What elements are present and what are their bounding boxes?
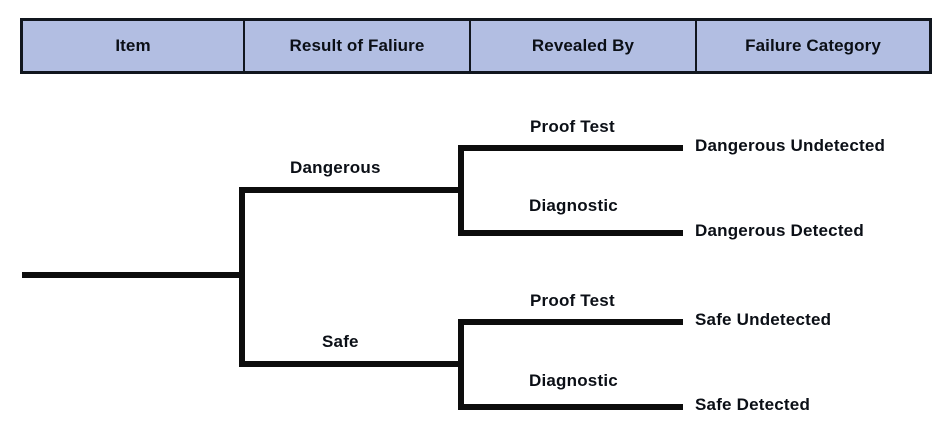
label-diagnostic-dangerous: Diagnostic [529,196,618,215]
label-dangerous-undetected: Dangerous Undetected [695,136,886,155]
header-cell-result-of-failure: Result of Faliure [243,18,471,74]
label-dangerous: Dangerous [290,158,381,177]
header-cell-item: Item [20,18,245,74]
header-cell-failure-category: Failure Category [695,18,932,74]
label-diagnostic-safe: Diagnostic [529,371,618,390]
column-header-table: Item Result of Faliure Revealed By Failu… [20,18,932,74]
label-dangerous-detected: Dangerous Detected [695,221,864,240]
header-cell-revealed-by: Revealed By [469,18,697,74]
table-header-row: Item Result of Faliure Revealed By Failu… [20,18,932,74]
label-safe: Safe [322,332,359,351]
label-proof-test-safe: Proof Test [530,291,615,310]
label-safe-undetected: Safe Undetected [695,310,832,329]
label-proof-test-dangerous: Proof Test [530,117,615,136]
label-safe-detected: Safe Detected [695,395,811,414]
